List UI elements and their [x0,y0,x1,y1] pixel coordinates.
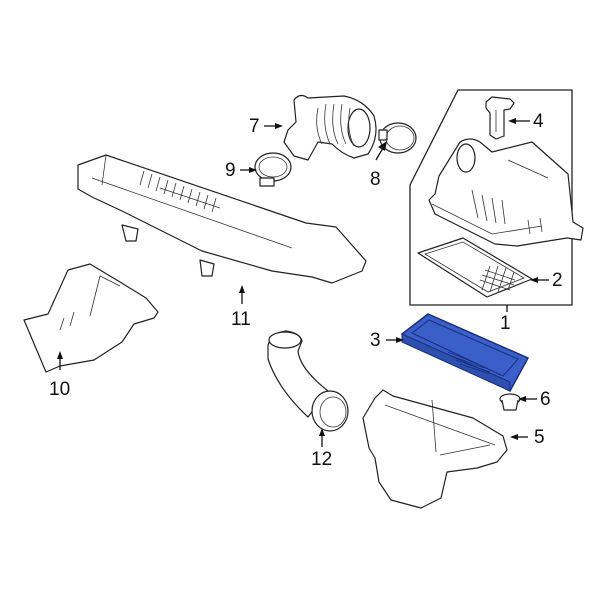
part-7-intake-hose[interactable] [283,94,377,161]
callout-12: 12 [311,449,333,470]
callout-3: 3 [370,330,381,351]
part-9-clamp[interactable] [254,152,292,187]
callout-11: 11 [231,309,251,330]
callout-7: 7 [249,116,260,137]
part-11-air-duct[interactable] [77,154,367,284]
part-8-clamp[interactable] [378,122,417,154]
callout-10: 10 [49,379,71,400]
part-10-cover[interactable] [23,263,159,373]
part-upper-housing[interactable] [428,138,584,247]
part-4-airflow-sensor[interactable] [485,96,515,140]
callout-8: 8 [370,169,381,190]
part-6-grommet[interactable] [499,393,521,411]
callout-6: 6 [540,389,551,410]
callout-1: 1 [500,313,511,334]
callout-4: 4 [533,111,544,132]
part-2-screen[interactable] [417,237,533,298]
leader-lines [57,118,549,447]
part-5-lower-case[interactable] [362,389,508,509]
callout-9: 9 [225,160,236,181]
callout-2: 2 [552,270,563,291]
callout-5: 5 [534,427,545,448]
part-3-filter-element[interactable] [400,313,530,393]
part-12-elbow-hose[interactable] [267,330,349,432]
assembly-box-1 [409,89,573,312]
